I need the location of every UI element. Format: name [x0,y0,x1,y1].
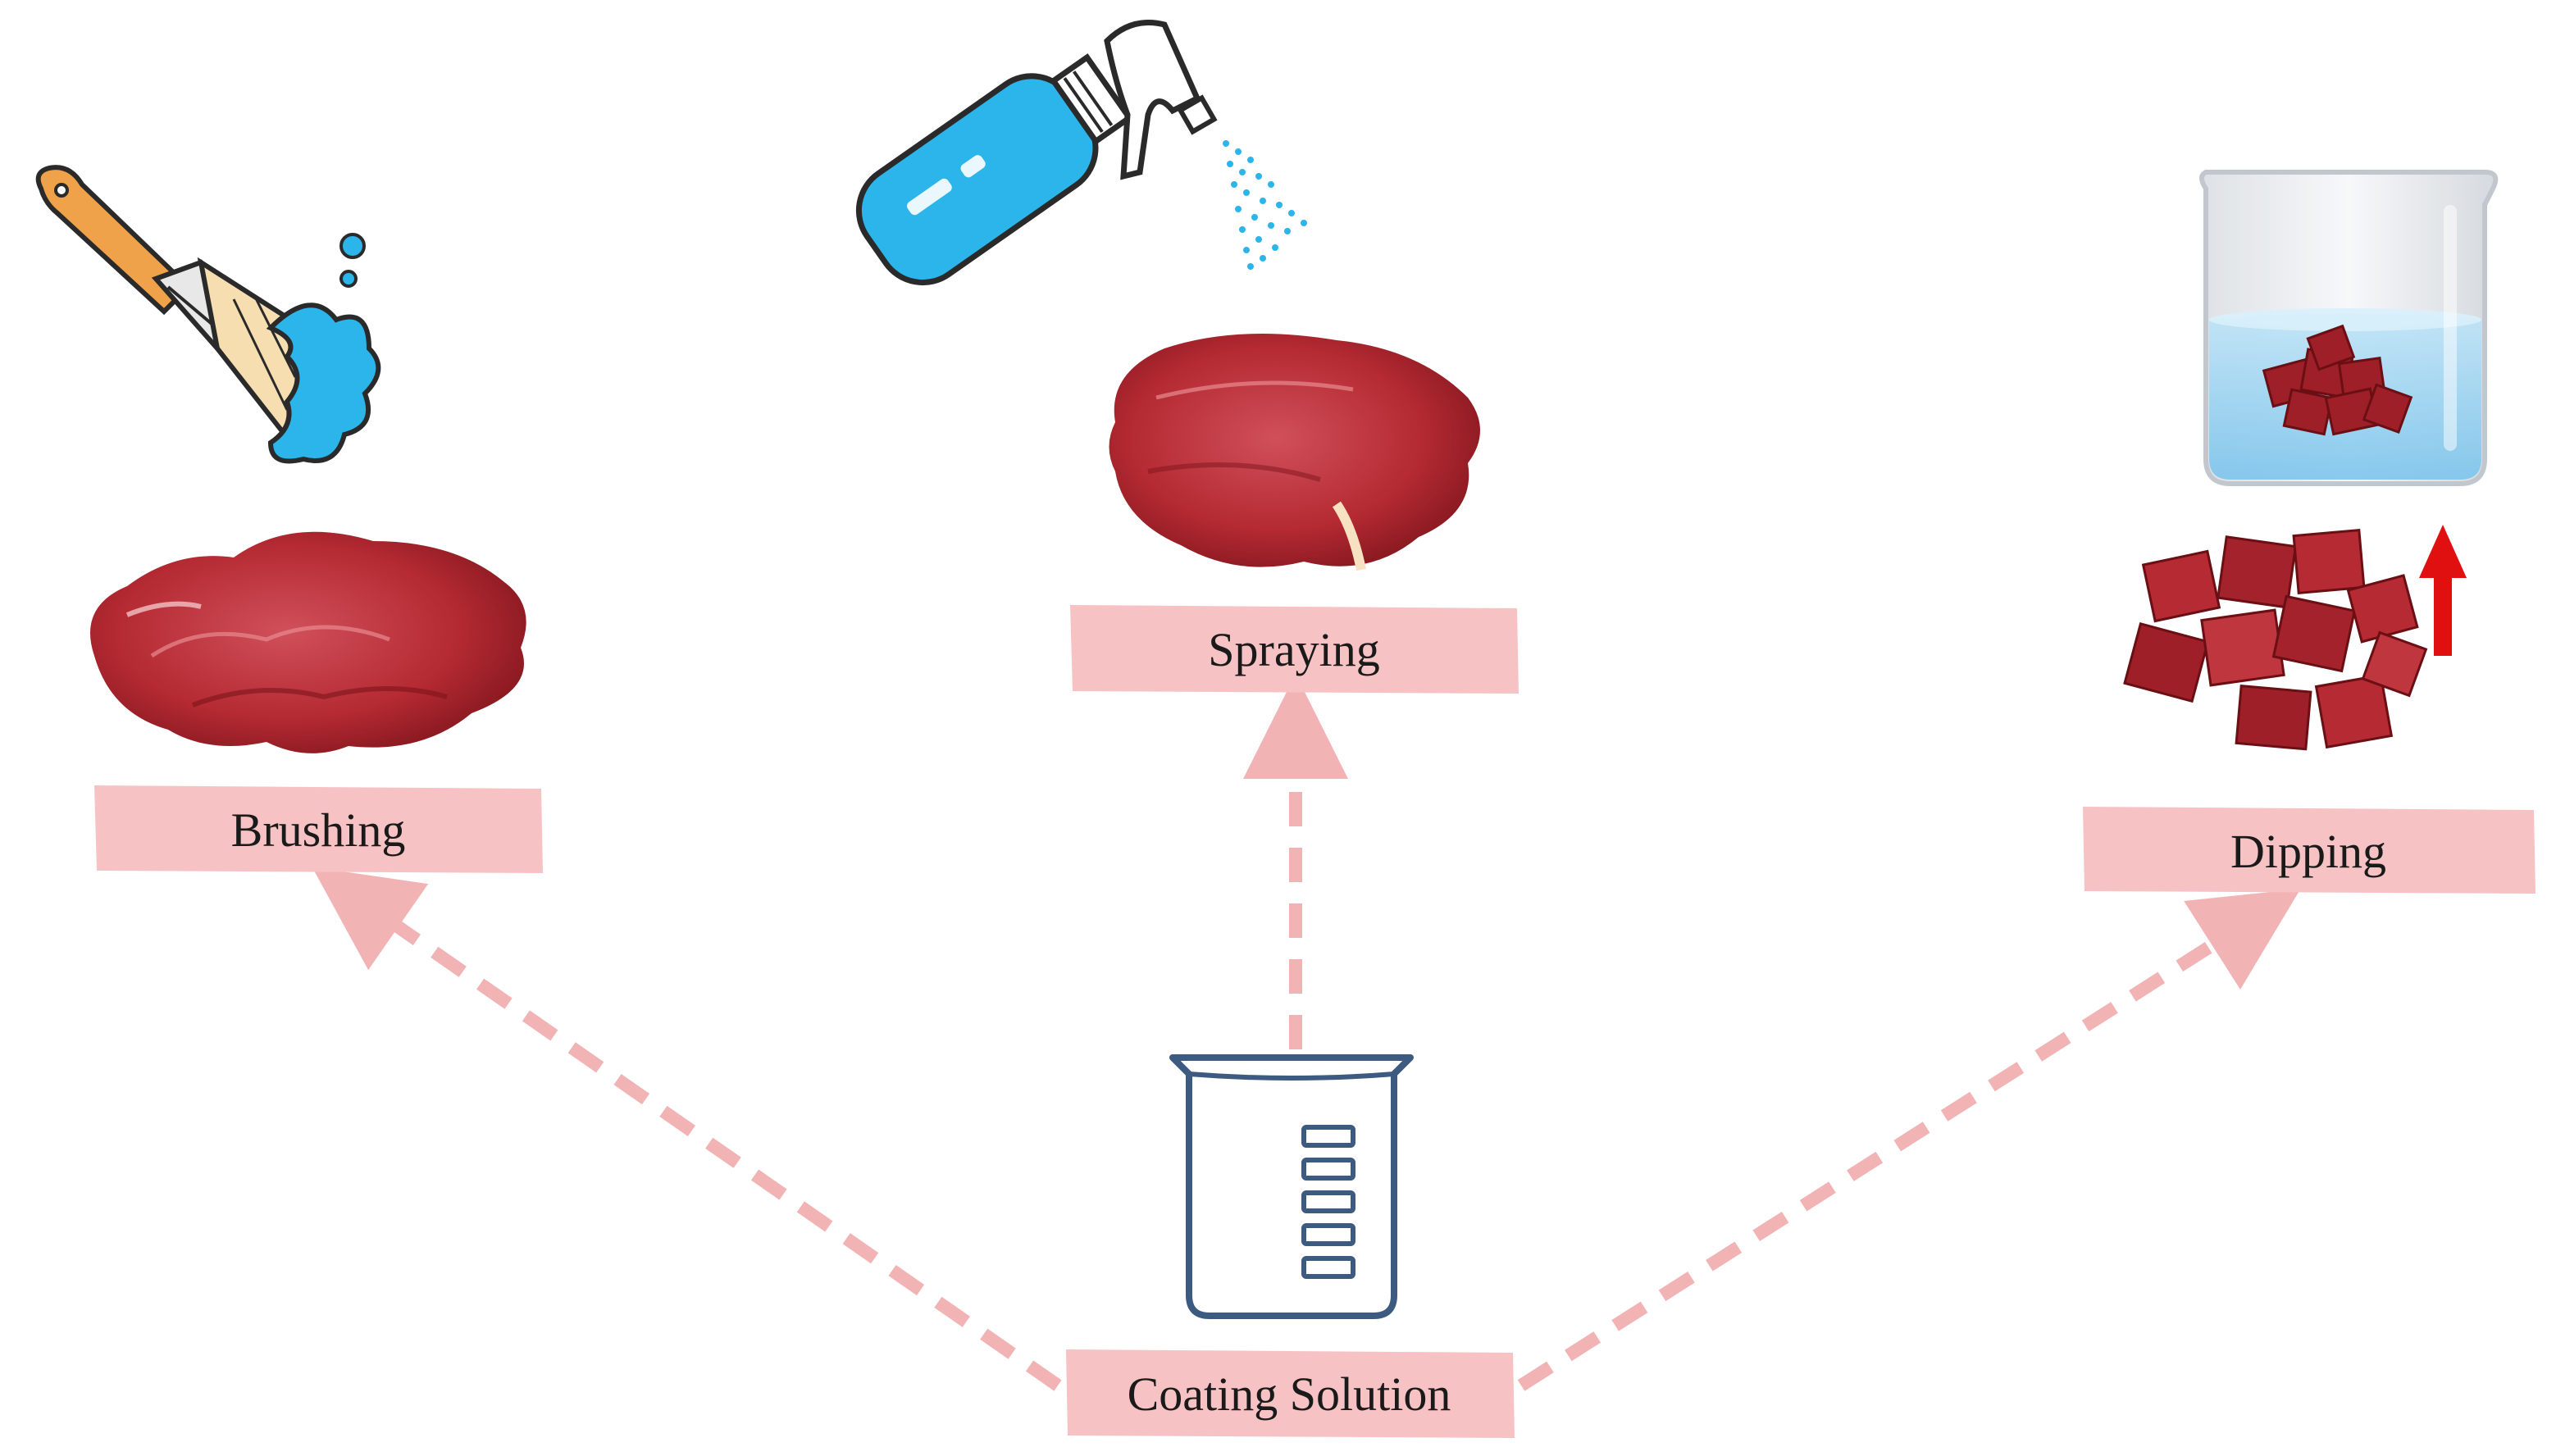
brushing-meat-image [90,531,526,753]
coating-solution-label: Coating Solution [1066,1349,1515,1438]
spraying-label-text: Spraying [1208,623,1379,676]
dipping-label-bg [2083,807,2535,894]
spraying-label: Spraying [1070,605,1519,694]
coating-solution-label-text: Coating Solution [1128,1367,1451,1421]
dipping-label: Dipping [2083,807,2535,894]
dipping-meat-image [2123,529,2428,751]
measuring-beaker-icon [1169,1054,1414,1319]
spray-bottle-icon [855,20,1307,286]
connector-arrows [312,674,2301,1391]
arrow-to-brushing [312,867,1062,1391]
up-arrow-icon [2419,525,2467,656]
spraying-meat-image [1109,334,1480,571]
brushing-label-bg [94,785,543,873]
arrow-to-dipping [1517,889,2301,1391]
spraying-label-bg [1070,605,1519,694]
brushing-label-text: Brushing [231,803,406,857]
paintbrush-icon [35,165,381,464]
dipping-label-text: Dipping [2230,825,2386,878]
coating-solution-label-bg [1066,1349,1515,1438]
brushing-label: Brushing [94,785,543,873]
glass-beaker-icon [2199,170,2499,486]
